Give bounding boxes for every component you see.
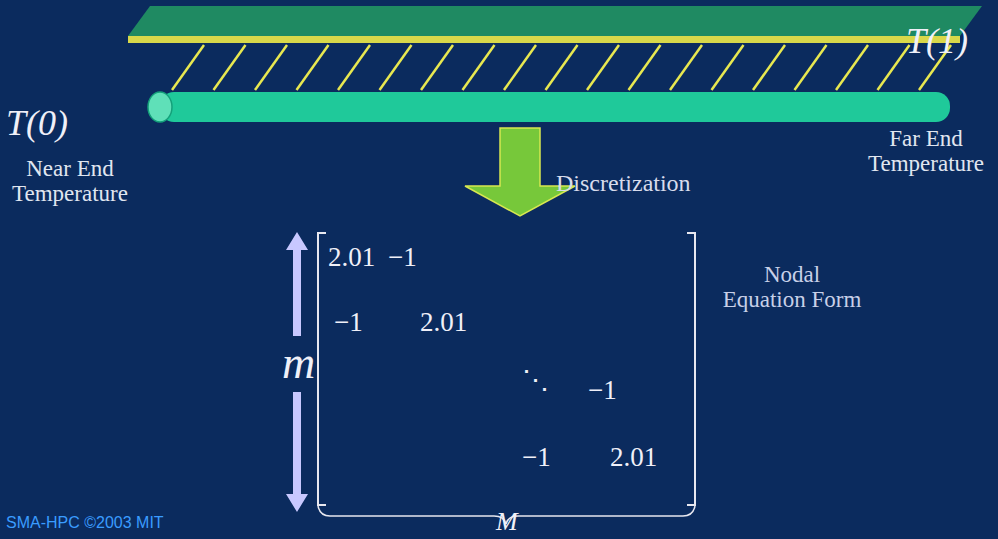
rod-end — [148, 92, 172, 122]
end-temperature: T(0) — [6, 104, 68, 144]
hatch-line — [629, 45, 661, 90]
matrix-entry: −1 — [388, 243, 417, 273]
end-temperature: T(1) — [906, 22, 968, 62]
step-label: Discretization — [556, 170, 691, 196]
down-arrow — [286, 392, 308, 512]
hatch-line — [795, 45, 827, 90]
hatch-line — [463, 45, 495, 90]
hatch-line — [712, 45, 744, 90]
matrix-caption: Nodal Equation Form — [722, 262, 862, 313]
matrix-entry: 2.01 — [610, 443, 657, 473]
plate-top — [128, 6, 982, 36]
matrix-entry: 2.01 — [420, 308, 467, 338]
hatch-line — [878, 45, 910, 90]
matrix-entry: −1 — [334, 308, 363, 338]
bracket-left — [318, 233, 326, 505]
end-caption: Near End Temperature — [2, 156, 138, 207]
hatching — [172, 45, 951, 90]
plate-edge — [128, 36, 960, 43]
up-arrow — [286, 232, 308, 336]
end-caption: Far End Temperature — [858, 126, 994, 177]
hatch-line — [753, 45, 785, 90]
matrix-entry: 2.01 — [328, 243, 375, 273]
matrix-entry: ⋱ — [522, 366, 549, 396]
dimension-label: m — [282, 338, 315, 389]
hatch-line — [297, 45, 329, 90]
hatch-line — [546, 45, 578, 90]
dimension-label: M — [496, 508, 518, 537]
hatch-line — [338, 45, 370, 90]
copyright-note: SMA-HPC ©2003 MIT — [6, 514, 164, 532]
hatch-line — [380, 45, 412, 90]
matrix-entry: −1 — [522, 443, 551, 473]
hatch-line — [421, 45, 453, 90]
hatch-line — [504, 45, 536, 90]
hatch-line — [587, 45, 619, 90]
hatch-line — [836, 45, 868, 90]
hatch-line — [172, 45, 204, 90]
hatch-line — [255, 45, 287, 90]
bracket-right — [687, 233, 695, 505]
hatch-line — [214, 45, 246, 90]
rod — [160, 92, 950, 122]
matrix-entry: −1 — [588, 376, 617, 406]
hatch-line — [670, 45, 702, 90]
